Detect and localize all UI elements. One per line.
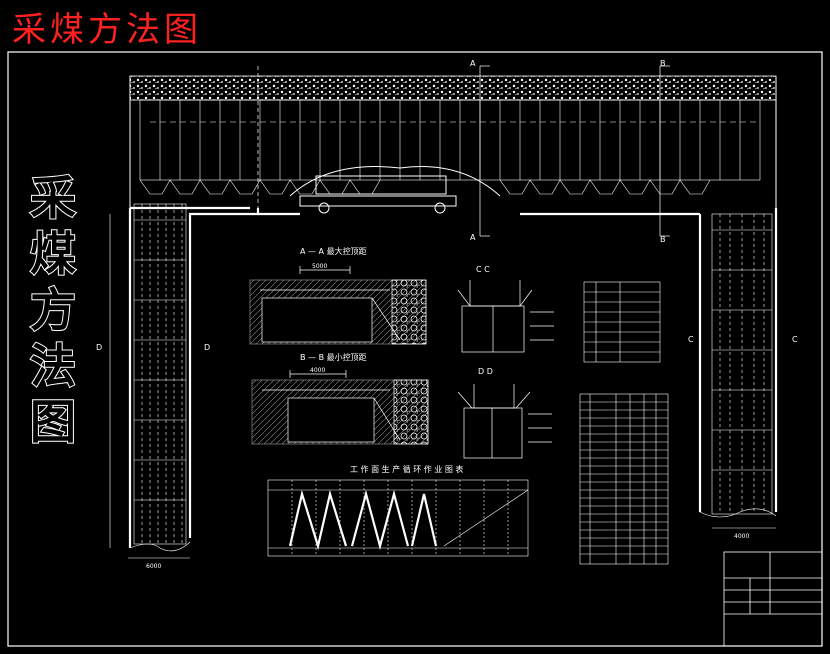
dd-view-label: D D (478, 367, 493, 376)
vertical-title-char: 煤 (29, 226, 77, 282)
cycle-chart (267, 479, 529, 557)
vertical-title-char: 法 (29, 338, 77, 394)
aa-view-title: A — A 最大控顶距 (300, 246, 367, 256)
parameter-table (579, 393, 669, 565)
title-block (723, 551, 823, 647)
marker-b-bottom: B (660, 235, 666, 244)
equipment-table (583, 281, 661, 363)
shearer (289, 166, 501, 214)
drawing-frame (7, 51, 823, 647)
marker-d-right: D (204, 343, 210, 352)
aa-width-dim: 5000 (312, 263, 327, 270)
bb-width-dim: 4000 (310, 367, 325, 374)
cc-view-label: C C (476, 265, 490, 274)
marker-d-left: D (96, 343, 102, 352)
drawing-title: 采煤方法图 (12, 10, 202, 50)
marker-c-left: C (688, 335, 694, 344)
marker-a-bottom: A (470, 233, 476, 242)
cycle-chart-title: 工 作 面 生 产 循 环 作 业 图 表 (350, 464, 463, 474)
left-gateway (109, 203, 191, 559)
left-width-dim: 6000 (146, 563, 161, 570)
vertical-title-char: 采 (29, 170, 77, 226)
vertical-title-char: 方 (29, 282, 77, 338)
bb-view-title: B — B 最小控顶距 (300, 352, 367, 362)
dd-section-view (457, 384, 552, 459)
cc-section-view (457, 280, 554, 353)
vertical-title: 采 煤 方 法 图 (24, 170, 82, 450)
right-width-dim: 4000 (734, 533, 749, 540)
section-lines (257, 65, 670, 237)
vertical-title-char: 图 (29, 394, 77, 450)
marker-c-right: C (792, 335, 798, 344)
right-gateway (699, 213, 777, 529)
marker-a-top: A (470, 59, 476, 68)
roof-rock-band (129, 75, 777, 101)
aa-section-view (249, 266, 427, 345)
marker-b-top: B (660, 59, 666, 68)
bb-section-view (251, 370, 429, 445)
hydraulic-supports (139, 99, 761, 195)
roadway-outline (128, 206, 778, 548)
